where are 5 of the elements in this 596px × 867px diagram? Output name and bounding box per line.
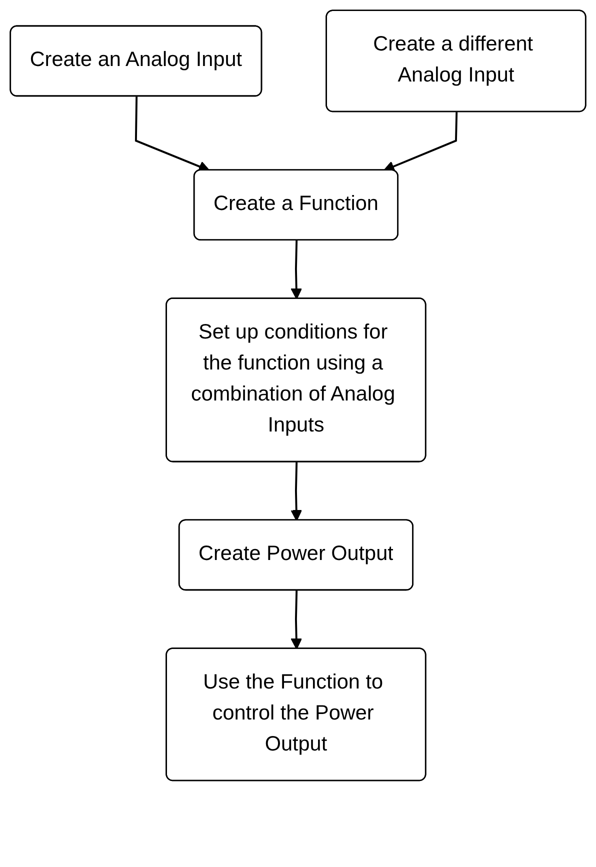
arrow — [290, 240, 302, 300]
arrow — [383, 112, 458, 172]
arrow — [290, 462, 302, 522]
arrow — [134, 96, 210, 172]
arrow — [290, 590, 302, 650]
